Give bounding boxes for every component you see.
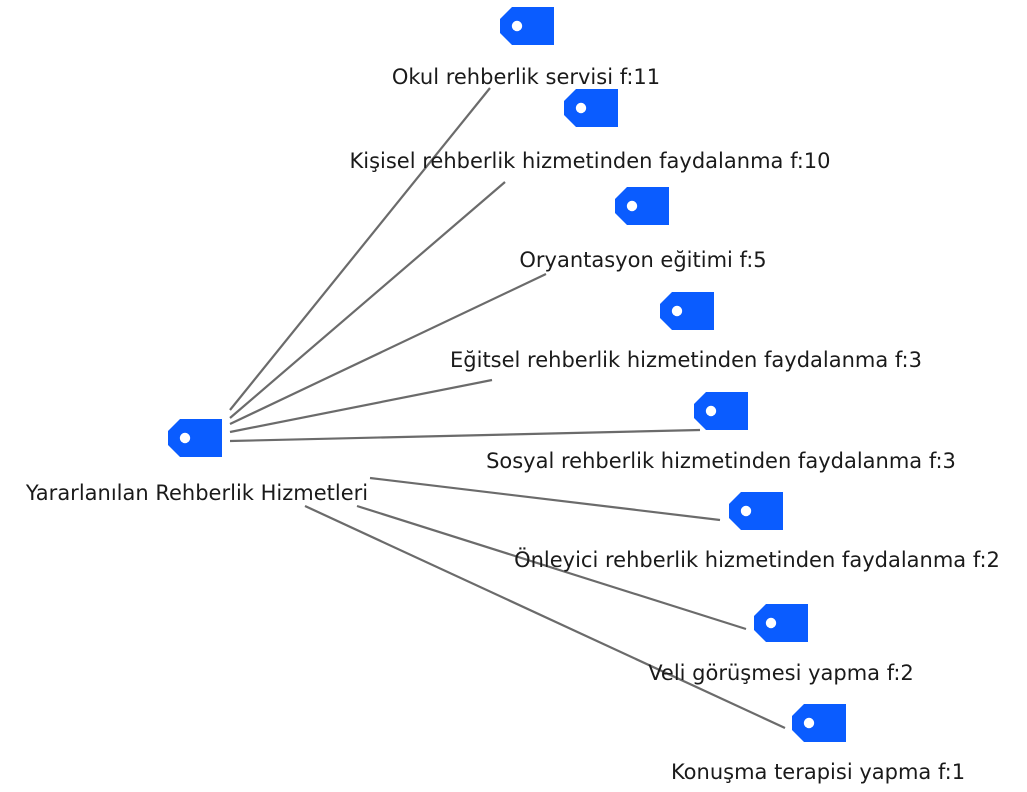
connector-line-sosyal-rehberlik xyxy=(229,428,701,443)
connector-line-egitsel-rehberlik xyxy=(229,378,493,434)
tag-icon[interactable] xyxy=(754,604,808,642)
tag-icon[interactable] xyxy=(615,187,669,225)
root-node-label: Yararlanılan Rehberlik Hizmetleri xyxy=(25,481,368,505)
tag-icon[interactable] xyxy=(660,292,714,330)
tag-icon[interactable] xyxy=(564,89,618,127)
connector-line-okul-rehberlik-servisi xyxy=(229,87,491,411)
node-oryantasyon-egitimi-label: Oryantasyon eğitimi f:5 xyxy=(519,248,766,272)
node-onleyici-rehberlik-label: Önleyici rehberlik hizmetinden faydalanm… xyxy=(514,547,1000,572)
root-node[interactable]: Yararlanılan Rehberlik Hizmetleri xyxy=(25,419,368,505)
tag-icon[interactable] xyxy=(168,419,222,457)
connector-line-kisisel-rehberlik xyxy=(229,181,506,419)
node-kisisel-rehberlik-label: Kişisel rehberlik hizmetinden faydalanma… xyxy=(349,149,830,173)
connector-line-onleyici-rehberlik xyxy=(369,476,721,522)
node-sosyal-rehberlik-label: Sosyal rehberlik hizmetinden faydalanma … xyxy=(486,449,956,473)
connector-line-oryantasyon-egitimi xyxy=(229,273,547,425)
tag-icon[interactable] xyxy=(500,7,554,45)
node-konusma-terapisi[interactable]: Konuşma terapisi yapma f:1 xyxy=(671,704,965,784)
connector-line-konusma-terapisi xyxy=(304,505,786,729)
connector-lines xyxy=(229,87,786,729)
tag-icon[interactable] xyxy=(729,492,783,530)
node-onleyici-rehberlik[interactable]: Önleyici rehberlik hizmetinden faydalanm… xyxy=(514,492,1000,572)
node-okul-rehberlik-servisi[interactable]: Okul rehberlik servisi f:11 xyxy=(392,7,660,89)
node-kisisel-rehberlik[interactable]: Kişisel rehberlik hizmetinden faydalanma… xyxy=(349,89,831,173)
node-okul-rehberlik-servisi-label: Okul rehberlik servisi f:11 xyxy=(392,65,660,89)
node-veli-gorusmesi[interactable]: Veli görüşmesi yapma f:2 xyxy=(648,604,914,685)
diagram-nodes: Yararlanılan Rehberlik Hizmetleri Okul re… xyxy=(25,7,1000,784)
node-egitsel-rehberlik-label: Eğitsel rehberlik hizmetinden faydalanma… xyxy=(450,348,922,372)
node-veli-gorusmesi-label: Veli görüşmesi yapma f:2 xyxy=(648,661,914,685)
node-sosyal-rehberlik[interactable]: Sosyal rehberlik hizmetinden faydalanma … xyxy=(486,392,956,473)
tag-icon[interactable] xyxy=(694,392,748,430)
node-egitsel-rehberlik[interactable]: Eğitsel rehberlik hizmetinden faydalanma… xyxy=(450,292,922,372)
tag-icon[interactable] xyxy=(792,704,846,742)
connector-line-veli-gorusmesi xyxy=(356,504,747,631)
node-oryantasyon-egitimi[interactable]: Oryantasyon eğitimi f:5 xyxy=(519,187,767,272)
node-konusma-terapisi-label: Konuşma terapisi yapma f:1 xyxy=(671,760,965,784)
